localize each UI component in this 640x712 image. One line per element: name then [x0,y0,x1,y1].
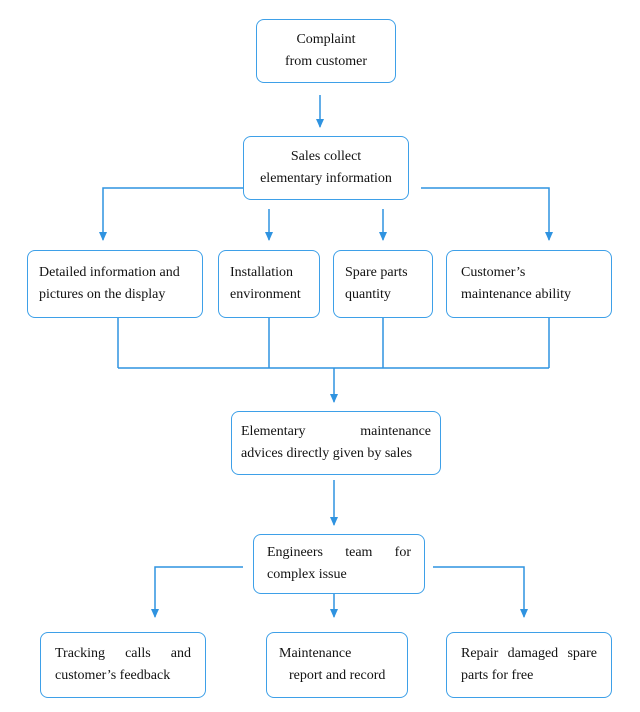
repair-line2: parts for free [461,668,534,683]
installation-line2: environment [230,287,301,302]
sales-collect-node: Sales collect elementary information [243,136,409,200]
sales-collect-line1: Sales collect [290,149,362,164]
complaint-line2: from customer [284,54,368,69]
arrow-engineers-to-tracking [151,566,243,618]
tracking-node: Tracking calls and customer’s feedback [40,632,206,698]
spare-parts-node: Spare parts quantity [333,250,433,318]
arrow-engineers-to-repair [433,566,528,618]
engineers-team-node: Engineers team for complex issue [253,534,425,594]
maintenance-ability-line1: Customer’s [461,265,526,280]
arrow-sales-to-maintenance-ability [421,187,553,241]
detailed-info-line1: Detailed information and [39,265,180,280]
repair-node: Repair damaged spare parts for free [446,632,612,698]
elementary-advice-line2: advices directly given by sales [241,446,413,461]
maintenance-ability-node: Customer’s maintenance ability [446,250,612,318]
detailed-info-node: Detailed information and pictures on the … [27,250,203,318]
complaint-line1: Complaint [296,32,356,47]
elementary-advice-node: Elementary maintenance advices directly g… [231,411,441,475]
sales-collect-line2: elementary information [260,171,392,186]
maintenance-report-node: Maintenance report and record [266,632,408,698]
tracking-line1: Tracking calls and [55,646,191,661]
arrow-sales-to-detailed-info [99,187,243,241]
detailed-info-line2: pictures on the display [39,287,166,302]
maintenance-ability-line2: maintenance ability [461,287,572,302]
complaint-node: Complaint from customer [256,19,396,83]
installation-node: Installation environment [218,250,320,318]
repair-line1: Repair damaged spare [461,646,597,661]
elementary-advice-line1: Elementary maintenance [241,424,431,439]
engineers-team-line1: Engineers team for [267,545,411,560]
maintenance-report-line2: report and record [289,668,386,683]
maintenance-report-line1: Maintenance [279,646,352,661]
engineers-team-line2: complex issue [267,567,347,582]
tracking-line2: customer’s feedback [55,668,171,683]
spare-parts-line1: Spare parts [345,265,408,280]
installation-line1: Installation [230,265,293,280]
spare-parts-line2: quantity [345,287,391,302]
